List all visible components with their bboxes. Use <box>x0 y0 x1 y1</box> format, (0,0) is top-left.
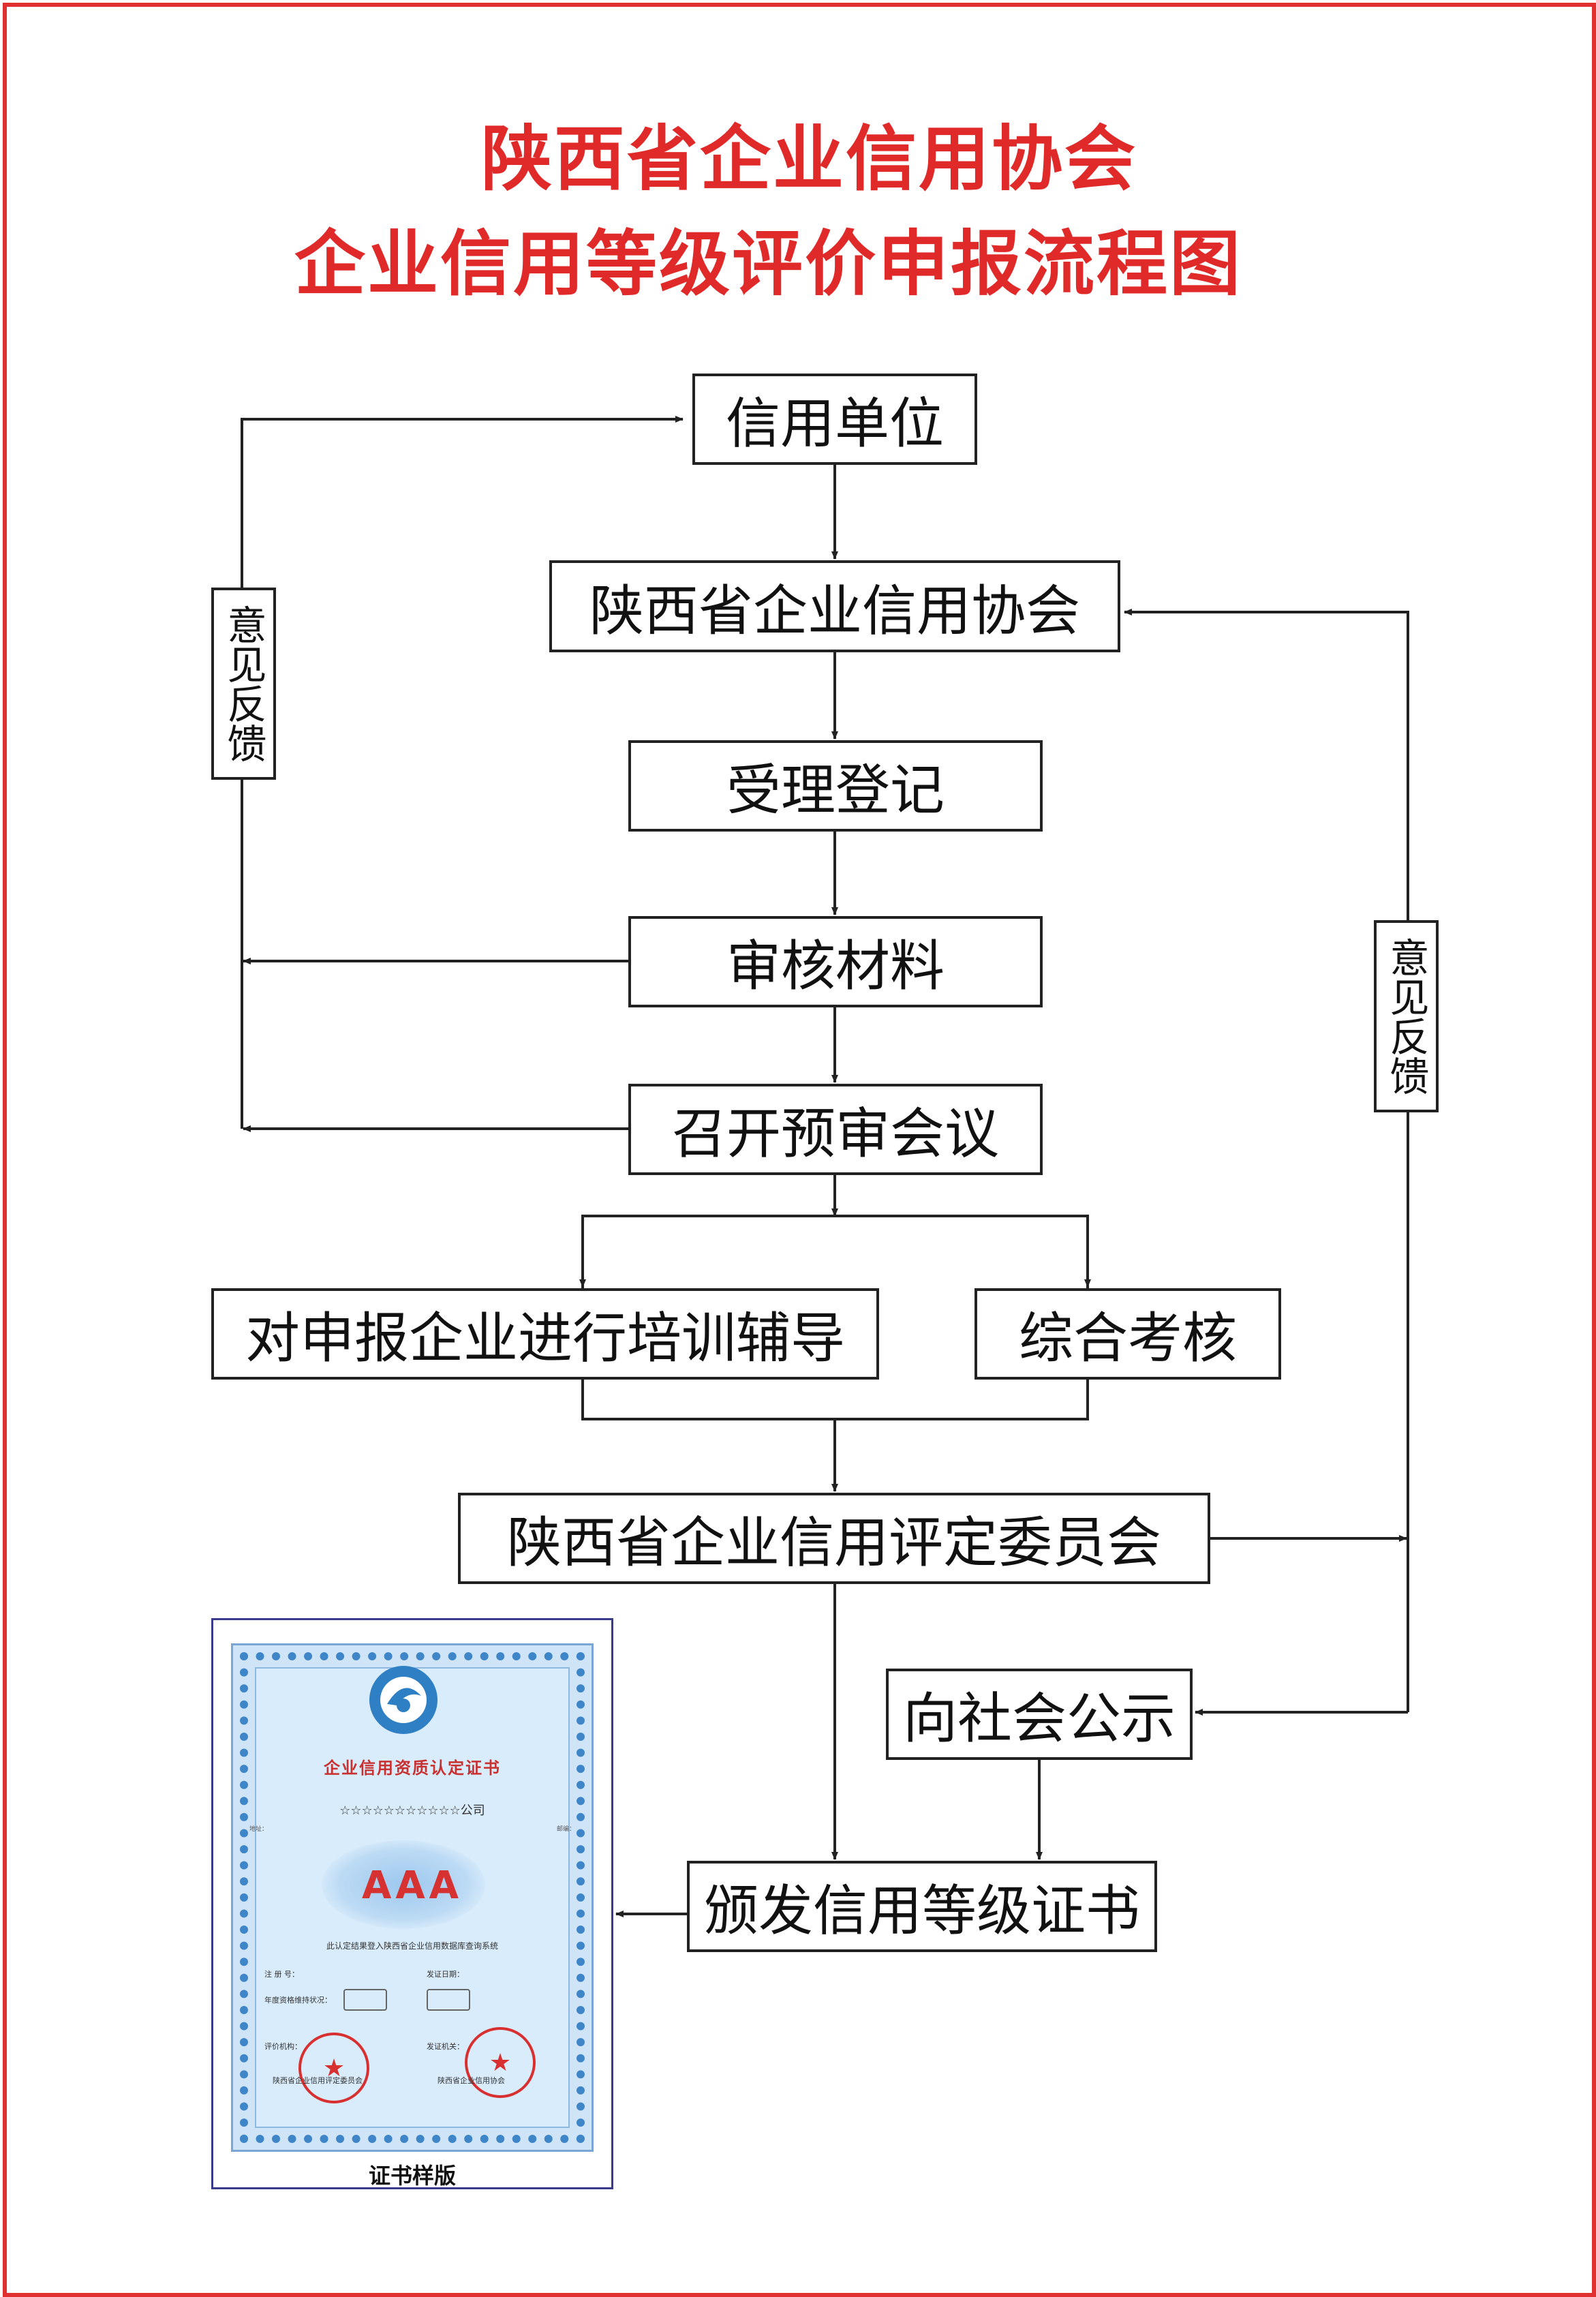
node-credit-unit: 信用单位 <box>692 374 977 465</box>
title-line-1: 陕西省企业信用协会 <box>481 117 1138 200</box>
certificate-caption: 证书样版 <box>368 2163 456 2189</box>
certificate-address-label: 地址： <box>249 1826 268 1833</box>
certificate-grade: AAA <box>361 1864 463 1908</box>
feedback-left: 意见反馈 <box>211 588 276 780</box>
node-association: 陕西省企业信用协会 <box>549 560 1120 652</box>
split-connector <box>581 1215 1089 1288</box>
node-publicity: 向社会公示 <box>886 1669 1193 1760</box>
node-register: 受理登记 <box>628 740 1043 832</box>
page-frame <box>3 3 1596 2297</box>
certificate-issuer-name: 陕西省企业信用协会 <box>438 2076 505 2085</box>
certificate-postcode-label: 邮编： <box>556 1826 575 1833</box>
right-feedback-to-association <box>1124 609 1409 1712</box>
node-review: 审核材料 <box>628 916 1043 1007</box>
certificate-company: ☆☆☆☆☆☆☆☆☆☆☆公司 <box>339 1804 485 1818</box>
certificate-note: 此认定结果登入陕西省企业信用数据库查询系统 <box>326 1941 498 1951</box>
certificate-reg-label: 注 册 号： <box>264 1970 299 1979</box>
certificate-page: 企业信用资质认定证书 ☆☆☆☆☆☆☆☆☆☆☆公司 地址： 邮编： AAA 此认定… <box>231 1643 594 2152</box>
merge-connector <box>581 1380 1089 1420</box>
certificate-border <box>240 1652 585 2143</box>
certificate-evaluator-label: 评价机构： <box>264 2042 302 2051</box>
node-training: 对申报企业进行培训辅导 <box>211 1288 879 1380</box>
certificate-aaa-background <box>322 1840 485 1929</box>
certificate-title: 企业信用资质认定证书 <box>324 1758 501 1778</box>
certificate-issuer-label: 发证机关： <box>427 2042 464 2051</box>
node-assessment: 综合考核 <box>975 1288 1281 1380</box>
certificate-annual-box-1 <box>343 1989 387 2011</box>
certificate-issue-date-label: 发证日期： <box>427 1970 464 1979</box>
node-issue: 颁发信用等级证书 <box>687 1861 1157 1952</box>
certificate-logo-icon <box>369 1666 438 1734</box>
node-pre-meeting: 召开预审会议 <box>628 1084 1043 1175</box>
feedback-right-label: 意见反馈 <box>1383 937 1430 1095</box>
certificate-address-row: 地址： 邮编： <box>249 1824 575 1833</box>
left-feedback-loop <box>241 416 684 1129</box>
node-committee: 陕西省企业信用评定委员会 <box>458 1493 1210 1584</box>
certificate-annual-label: 年度资格维持状况： <box>264 1996 332 2005</box>
feedback-left-label: 意见反馈 <box>220 605 267 763</box>
certificate-seal-left-icon: ★ <box>298 2033 369 2103</box>
certificate-evaluator-name: 陕西省企业信用评定委员会 <box>273 2076 363 2085</box>
certificate-sample: 企业信用资质认定证书 ☆☆☆☆☆☆☆☆☆☆☆公司 地址： 邮编： AAA 此认定… <box>211 1618 613 2189</box>
certificate-seal-right-icon: ★ <box>465 2027 536 2098</box>
certificate-annual-box-2 <box>427 1989 470 2011</box>
title-line-2: 企业信用等级评价申报流程图 <box>294 222 1243 305</box>
feedback-right: 意见反馈 <box>1374 920 1439 1112</box>
